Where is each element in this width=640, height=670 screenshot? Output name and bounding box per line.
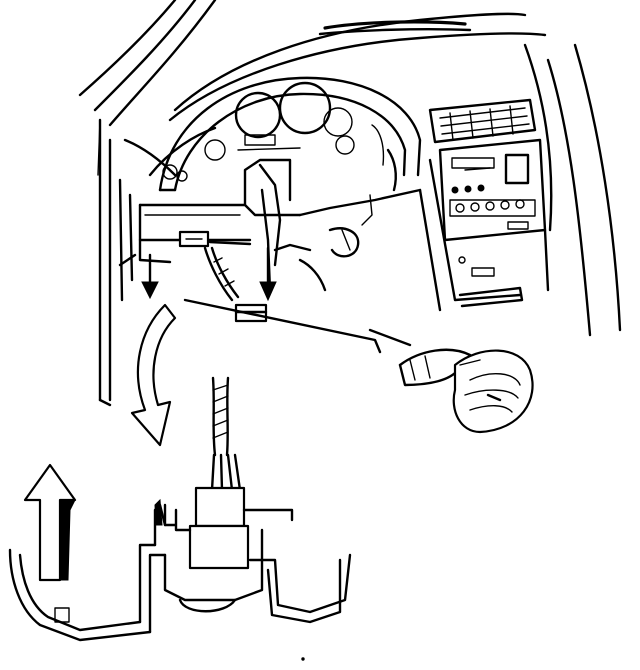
switch-bracket: [8, 498, 352, 642]
windshield-pillar: [78, 0, 217, 177]
arrow-down-icon-2: [259, 246, 277, 302]
electrical-connector: [163, 486, 294, 570]
headlamp-switch: [398, 348, 534, 434]
door-frame: [98, 118, 134, 407]
arrow-up-icon: [23, 463, 77, 582]
arrow-down-icon: [141, 253, 159, 300]
steering-column: [178, 163, 282, 292]
center-air-vent: [428, 98, 537, 144]
center-stack: [438, 138, 547, 277]
page-dot: [301, 657, 305, 661]
gauge-cluster: [162, 81, 397, 192]
floor-line: [183, 298, 412, 354]
dashboard-top-contour: [148, 12, 547, 177]
console-edge: [418, 43, 622, 337]
connector-wires: [210, 376, 242, 492]
curved-arrow-icon: [130, 303, 177, 447]
instrument-cluster-hood: [158, 76, 422, 192]
